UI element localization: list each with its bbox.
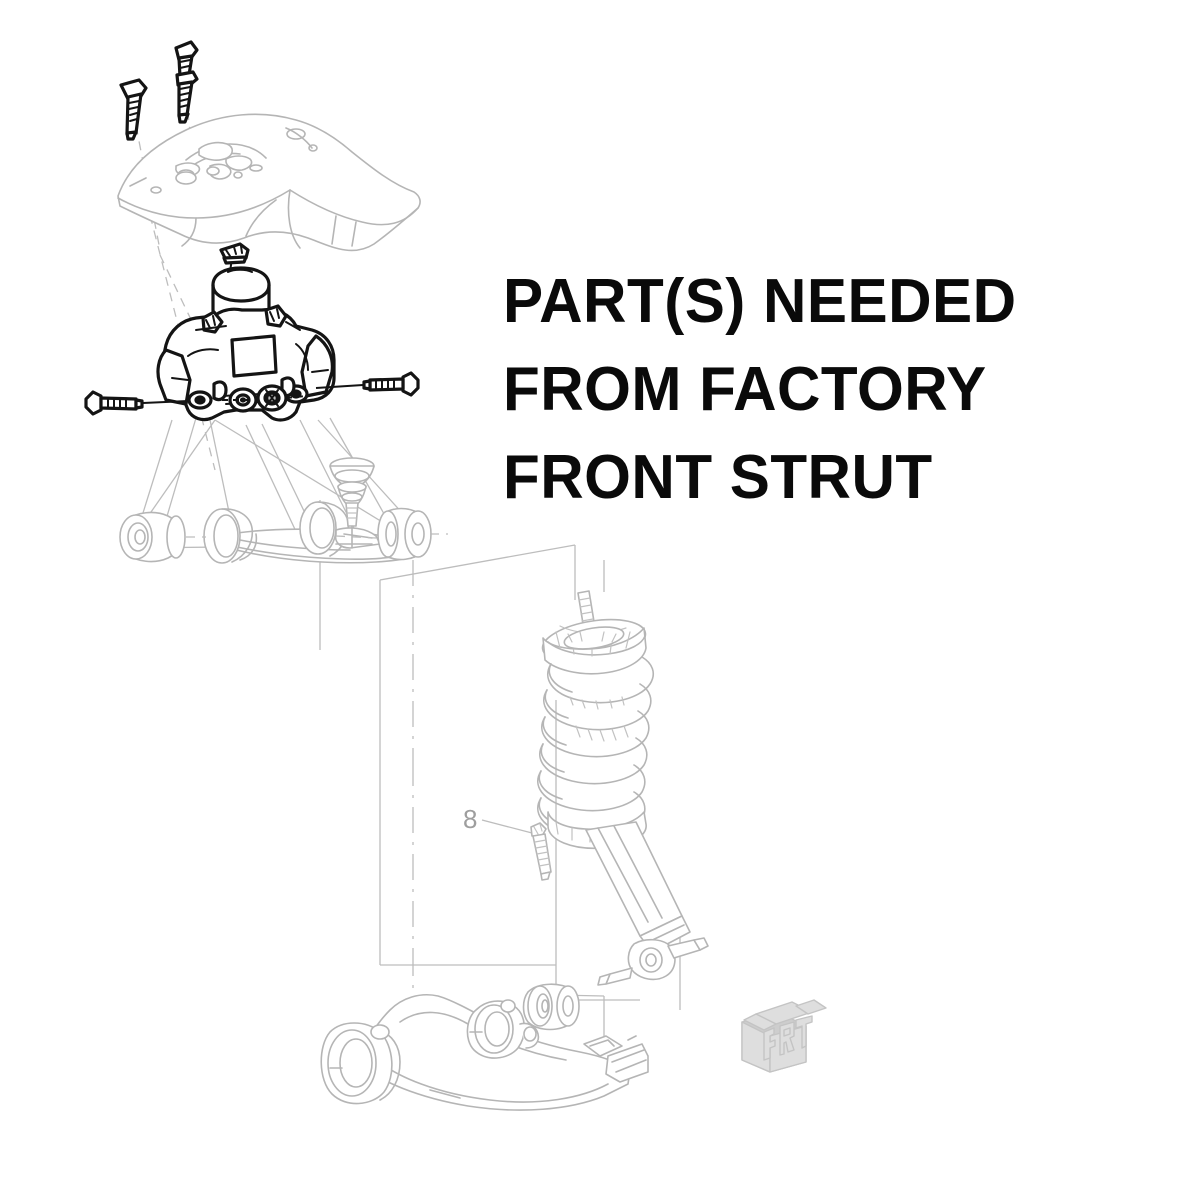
frt-logo <box>741 999 827 1073</box>
upper-control-arm-bracket <box>156 304 336 422</box>
coil-spring <box>537 656 654 850</box>
upper-arm-ring-left <box>203 508 258 564</box>
lower-arm-bushing-outer <box>522 983 580 1031</box>
strut-top-mount <box>541 618 647 675</box>
strut-lower-eye <box>597 937 709 986</box>
title-line-3: FRONT STRUT <box>503 443 933 512</box>
title-line-2: FROM FACTORY <box>503 355 987 424</box>
shock-tower-frame <box>117 113 421 252</box>
callout-8: 8 <box>463 804 533 834</box>
upper-mount-stud-right <box>174 40 199 124</box>
bracket-bolt-right <box>315 371 420 397</box>
strut-lower-bolt <box>530 822 552 881</box>
lower-arm-bushing-rear <box>466 999 540 1059</box>
bracket-bushing-left <box>228 387 258 413</box>
bump-stop-clip <box>219 242 250 265</box>
upper-arm-ring-mid <box>299 501 381 557</box>
upper-arm-bushing-outer-right <box>377 507 432 561</box>
page-title: PART(S) NEEDED FROM FACTORY FRONT STRUT <box>503 258 1143 522</box>
coilover-strut <box>537 590 709 986</box>
lower-control-arm <box>320 983 649 1111</box>
lower-arm-bushing-front <box>320 1022 401 1105</box>
upper-ball-joint <box>329 457 375 549</box>
strut-shock-body <box>585 821 691 953</box>
callout-8-label: 8 <box>463 804 477 834</box>
title-line-1: PART(S) NEEDED <box>503 267 1017 336</box>
upper-mount-bolt-left <box>119 78 148 141</box>
bracket-bolt-left <box>84 390 189 416</box>
upper-control-arm <box>119 501 448 564</box>
upper-arm-bushing-outer-left <box>119 511 186 563</box>
bracket-bushing-right <box>256 384 288 412</box>
